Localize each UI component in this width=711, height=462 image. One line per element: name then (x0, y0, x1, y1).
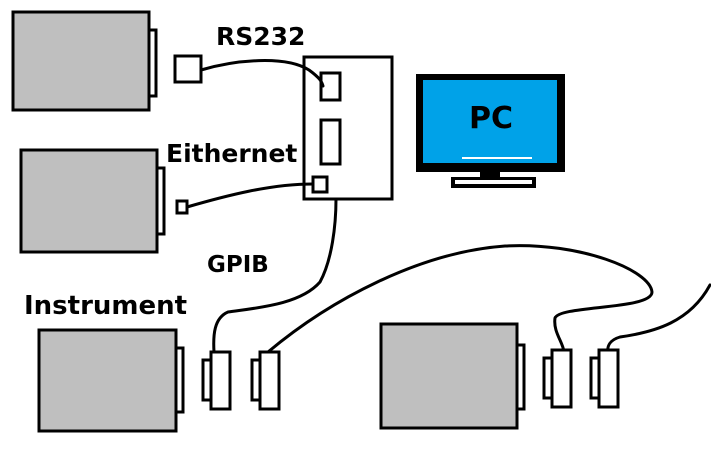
interface-ethernet-port (311, 175, 329, 194)
rs232-cable (199, 59, 325, 88)
gpib-connector-c-body (550, 348, 573, 409)
gpib-cable-from-interface (212, 197, 338, 354)
interface-box (302, 55, 394, 201)
pc-monitor (416, 74, 565, 188)
pc-monitor-neck (480, 172, 500, 180)
instrument-ethernet-port (155, 166, 166, 236)
instrument-rs232-body (11, 10, 151, 112)
instrument-rs232-port (147, 28, 158, 98)
ethernet-label: Eithernet (166, 139, 297, 168)
gpib-connector-b-body (258, 350, 281, 411)
gpib-daisy-chain-cable-end (606, 283, 711, 354)
instrument-gpib-2 (379, 322, 620, 430)
gpib-connector-a-body (209, 350, 232, 411)
instrument-ethernet-body (19, 148, 159, 254)
instrument-ethernet (19, 148, 189, 254)
gpib-daisy-chain-cable (266, 244, 654, 354)
instrument-gpib-1-body (37, 328, 178, 433)
instrument-gpib-1 (37, 328, 281, 433)
instrument-gpib-1-port (174, 346, 185, 414)
gpib-connector-c (542, 348, 573, 409)
ethernet-cable (185, 182, 315, 209)
pc-monitor-stand-inner (455, 180, 532, 184)
pc-label: PC (469, 101, 513, 136)
instrument-label: Instrument (24, 291, 187, 321)
rs232-plug (173, 54, 203, 84)
rs232-label: RS232 (216, 22, 305, 51)
gpib-connector-d-body (597, 348, 620, 409)
instrument-gpib-2-port (515, 343, 526, 411)
instrument-rs232 (11, 10, 203, 112)
gpib-connector-a (201, 350, 232, 411)
pc-screen-taskbar (462, 157, 532, 159)
instrument-gpib-2-body (379, 322, 519, 430)
interface-rs232-port (319, 71, 342, 102)
gpib-label: GPIB (207, 252, 269, 278)
gpib-connector-b (250, 350, 281, 411)
interface-gpib-port (319, 118, 342, 166)
gpib-connector-d (589, 348, 620, 409)
pc-screen (423, 80, 557, 163)
